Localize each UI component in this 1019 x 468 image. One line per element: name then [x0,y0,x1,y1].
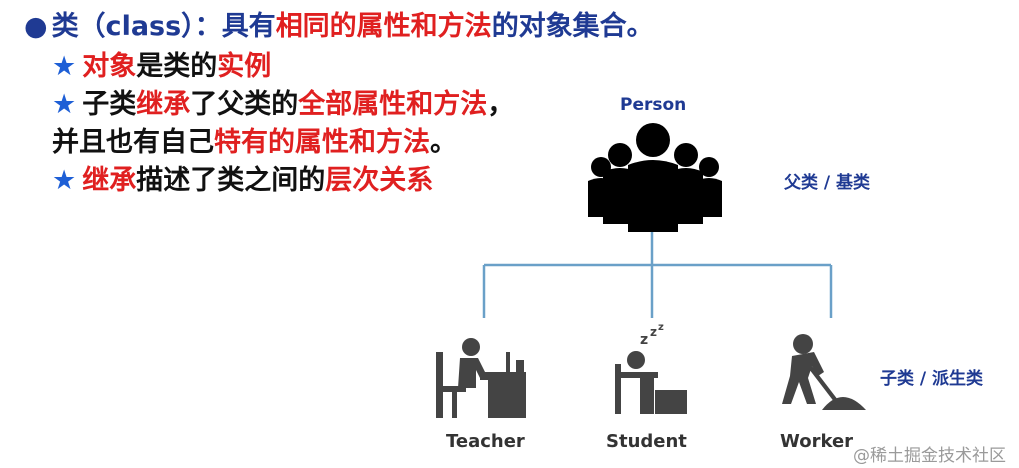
child-label-teacher: Teacher [446,431,525,452]
title-bullet: ● [24,11,48,42]
child-label-student: Student [606,431,687,452]
bullet-2-a: 子类 [82,89,137,120]
child-caption: 子类 / 派生类 [880,369,984,389]
bullet-2-e: ， [487,89,515,120]
bullet-1-c: 实例 [217,51,272,82]
title-term: 类（class）： [51,11,222,42]
sleeping-student-icon: z z z [615,322,687,414]
tree-connectors [482,228,833,318]
svg-text:z: z [640,332,648,348]
star-icon: ★ [52,51,77,82]
group-people-icon [588,123,722,232]
bullet-2-b: 继承 [136,89,191,120]
svg-text:z: z [650,325,657,339]
parent-caption: 父类 / 基类 [784,173,871,193]
star-icon: ★ [52,89,77,120]
teacher-desk-icon [436,338,526,418]
bullet-line-3: 并且也有自己特有的属性和方法。 [52,120,457,159]
shoveling-worker-icon [782,334,866,410]
title-part-1: 具有 [221,11,276,42]
child-label-worker: Worker [780,431,854,452]
bullet-1-a: 对象 [82,51,137,82]
bullet-3-b: 特有的属性和方法 [214,127,430,158]
bullet-line-1: ★对象是类的实例 [52,44,271,83]
title-highlight: 相同的属性和方法 [275,11,492,42]
bullet-4-c: 层次关系 [325,165,434,196]
bullet-line-2: ★子类继承了父类的全部属性和方法， [52,82,514,121]
bullet-4-a: 继承 [82,165,137,196]
bullet-3-a: 并且也有自己 [52,127,214,158]
bullet-4-b: 描述了类之间的 [136,165,326,196]
title-line: ●类（class）：具有相同的属性和方法的对象集合。 [24,4,654,43]
title-part-3: 的对象集合。 [491,11,654,42]
watermark: @稀土掘金技术社区 [853,446,1006,466]
star-icon: ★ [52,165,77,196]
bullet-2-d: 全部属性和方法 [298,89,488,120]
bullet-line-4: ★继承描述了类之间的层次关系 [52,158,433,197]
bullet-3-c: 。 [430,127,457,158]
bullet-1-b: 是类的 [136,51,218,82]
parent-label: Person [620,95,687,115]
svg-text:z: z [658,322,664,333]
bullet-2-c: 了父类的 [190,89,299,120]
